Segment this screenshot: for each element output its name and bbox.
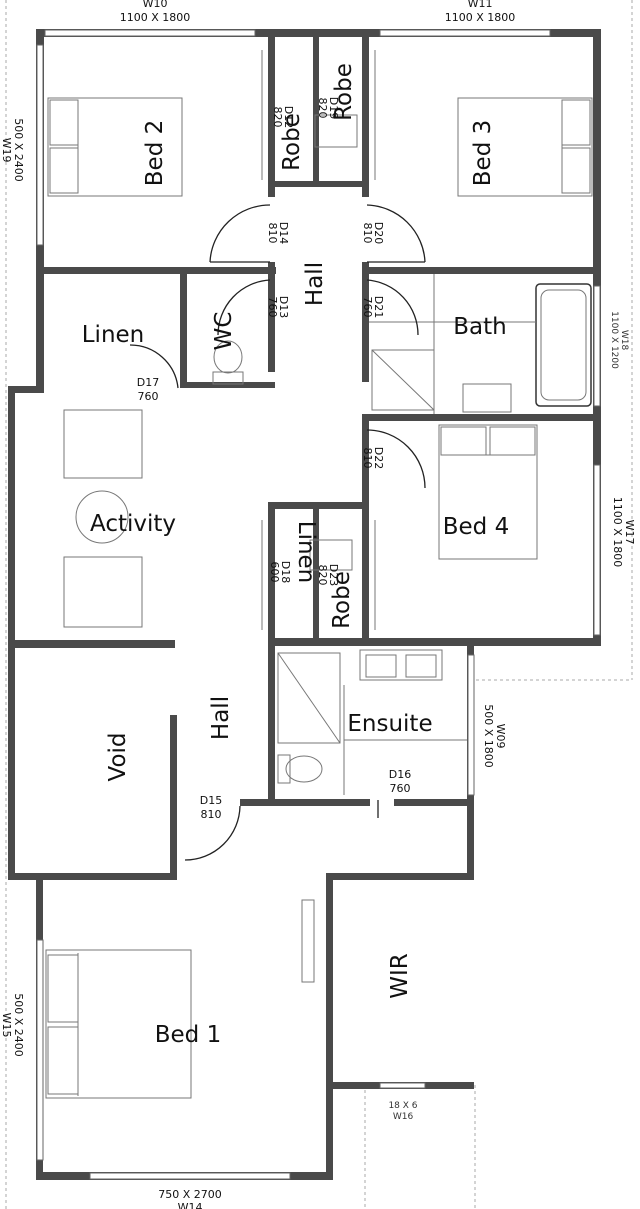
window-w10-id: W10 <box>143 0 168 10</box>
room-label-robe-mid: Robe <box>329 571 355 629</box>
bed-4-bed <box>438 424 538 560</box>
room-label-ensuite: Ensuite <box>347 711 432 737</box>
window-w17-size: 1100 X 1800 <box>611 497 624 568</box>
bed-2-bed <box>47 97 183 197</box>
door-d20-id: D20 <box>372 222 385 244</box>
door-d17-id: D17 <box>137 376 159 389</box>
room-label-bath: Bath <box>453 314 506 340</box>
room-label-linen-upper: Linen <box>82 322 145 348</box>
door-d18-id: D18 <box>279 561 292 583</box>
door-d12-size: 820 <box>271 107 284 128</box>
door-d22-id: D22 <box>372 447 385 469</box>
room-label-robe-b: Robe <box>331 63 357 121</box>
room-label-bed-2: Bed 2 <box>142 120 168 186</box>
door-d15-size: 810 <box>201 808 222 821</box>
window-w15-id: W15 <box>0 1013 13 1038</box>
door-d14-id: D14 <box>277 222 290 244</box>
room-label-activity: Activity <box>90 511 176 537</box>
wir-shelf <box>301 899 315 983</box>
room-label-hall-upper: Hall <box>302 262 328 306</box>
room-label-bed-3: Bed 3 <box>470 120 496 186</box>
window-w11-id: W11 <box>468 0 493 10</box>
window-w19-id: W19 <box>0 138 13 163</box>
door-d15-id: D15 <box>200 794 222 807</box>
door-d17-size: 760 <box>138 390 159 403</box>
ensuite-fixtures <box>277 649 467 795</box>
window-w16-id: W16 <box>393 1112 414 1122</box>
door-d19-id: D19 <box>327 97 340 119</box>
window-w09-id: W09 <box>494 724 507 749</box>
door-d14-size: 810 <box>266 223 279 244</box>
window-w18-size: 1100 X 1200 <box>609 311 619 369</box>
window-w18-id: W18 <box>619 330 629 351</box>
walls <box>8 29 601 1180</box>
window-w11-size: 1100 X 1800 <box>445 11 516 24</box>
window-w09-size: 500 X 1800 <box>482 704 495 768</box>
window-w14-size: 750 X 2700 <box>158 1188 222 1201</box>
room-label-hall-lower: Hall <box>208 696 234 740</box>
door-d23-id: D23 <box>327 564 340 586</box>
window-openings <box>36 29 601 1180</box>
bed-1-bed <box>45 949 192 1099</box>
room-label-wir: WIR <box>387 953 413 999</box>
window-w19-size: 500 X 2400 <box>12 118 25 182</box>
activity-furniture <box>63 409 143 628</box>
guide-lines <box>5 0 633 1209</box>
door-d21-id: D21 <box>372 296 385 318</box>
window-w16-size: 18 X 6 <box>388 1101 417 1111</box>
door-d16-id: D16 <box>389 768 411 781</box>
robe-markers <box>261 50 376 630</box>
window-w10-size: 1100 X 1800 <box>120 11 191 24</box>
door-d21-size: 760 <box>361 297 374 318</box>
bed-3-bed <box>457 97 593 197</box>
room-label-bed-1: Bed 1 <box>155 1022 221 1048</box>
bath-fixtures <box>369 274 592 414</box>
door-d22-size: 810 <box>361 448 374 469</box>
door-d12-id: D12 <box>282 106 295 128</box>
door-d23-size: 820 <box>316 565 329 586</box>
room-label-bed-4: Bed 4 <box>443 514 509 540</box>
door-d13-id: D13 <box>277 296 290 318</box>
room-label-linen-mid: Linen <box>293 521 319 584</box>
room-label-wc: WC <box>211 312 237 351</box>
door-swings <box>129 204 426 861</box>
room-labels: Bed 2 Bed 3 Robe Robe Hall Linen WC Bath… <box>82 63 510 1048</box>
door-d18-size: 600 <box>268 562 281 583</box>
window-w15-size: 500 X 2400 <box>12 993 25 1057</box>
door-d20-size: 810 <box>361 223 374 244</box>
window-w14-id: W14 <box>178 1201 203 1209</box>
door-d16-size: 760 <box>390 782 411 795</box>
room-label-robe-a: Robe <box>279 113 305 171</box>
toilet-wc <box>212 340 244 385</box>
room-label-void: Void <box>105 732 131 781</box>
door-d13-size: 760 <box>266 297 279 318</box>
door-d19-size: 820 <box>316 98 329 119</box>
window-w17-id: W17 <box>623 520 636 545</box>
